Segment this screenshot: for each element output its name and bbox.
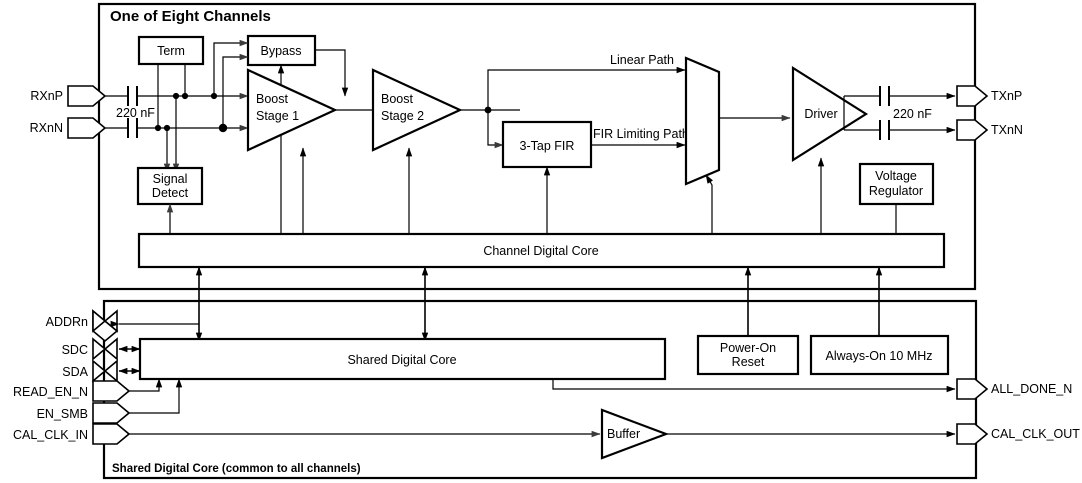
pin-read-en-n-label: READ_EN_N [13,385,88,399]
boost-stage-1-amp [246,68,338,152]
pin-sda[interactable]: SDA [62,359,118,383]
power-on-reset-label-1: Power-On [720,341,776,355]
boost-stage-2-label-2: Stage 2 [381,109,424,123]
boost-stage-2-amp [371,68,463,152]
always-on-clock-label: Always-On 10 MHz [826,349,933,363]
voltage-regulator-block [858,162,935,206]
pin-en-smb[interactable]: EN_SMB [37,402,131,424]
signal-detect-label-2: Detect [152,186,189,200]
pin-sda-label: SDA [62,365,88,379]
channel-boundary-box [97,2,977,291]
voltage-regulator-label-1: Voltage [875,169,917,183]
page-title: One of Eight Channels [110,8,271,25]
pin-rxnp[interactable]: RXnP [30,85,107,107]
signal-detect-label-1: Signal [153,172,188,186]
pin-cal-clk-in[interactable]: CAL_CLK_IN [13,423,131,445]
voltage-regulator-label-2: Regulator [869,184,923,198]
input-cap-label: 220 nF [116,106,155,120]
pin-cal-clk-in-label: CAL_CLK_IN [13,428,88,442]
linear-path-label: Linear Path [610,53,674,67]
pin-cal-clk-out[interactable]: CAL_CLK_OUT [956,423,1080,445]
output-mux [684,56,721,186]
boost-stage-2-label-1: Boost [381,92,413,106]
shared-digital-core-block [138,337,667,381]
pin-en-smb-label: EN_SMB [37,407,88,421]
power-on-reset-label-2: Reset [732,355,765,369]
pin-rxnn-label: RXnN [30,121,63,135]
pin-txnn-label: TXnN [991,123,1023,137]
boost-stage-1-label-2: Stage 1 [256,109,299,123]
term-label: Term [157,44,185,58]
pin-cal-clk-out-label: CAL_CLK_OUT [991,427,1080,441]
pin-rxnn[interactable]: RXnN [30,117,107,139]
driver-label: Driver [804,107,837,121]
pin-sdc-label: SDC [62,343,88,357]
fir-limiting-path-label: FIR Limiting Path [593,127,689,141]
term-block [137,35,205,66]
driver-amp [791,66,869,162]
pin-txnp[interactable]: TXnP [956,85,1022,107]
power-on-reset-block [696,334,800,376]
channel-digital-core-block [137,232,946,269]
channel-digital-core-label: Channel Digital Core [483,244,598,258]
pin-addrn[interactable]: ADDRn [46,309,119,343]
pin-all-done-n[interactable]: ALL_DONE_N [956,378,1072,400]
pin-all-done-n-label: ALL_DONE_N [991,382,1072,396]
output-cap-label: 220 nF [893,107,932,121]
buffer-amp [600,408,670,460]
signal-detect-block [136,166,204,206]
pin-txnp-label: TXnP [991,89,1022,103]
fir-label: 3-Tap FIR [520,139,575,153]
bypass-label: Bypass [261,44,302,58]
bottom-caption: Shared Digital Core (common to all chann… [112,463,361,475]
shared-digital-core-label: Shared Digital Core [347,353,456,367]
pin-addrn-label: ADDRn [46,315,88,329]
bypass-block [246,34,317,67]
pin-sdc[interactable]: SDC [62,337,118,361]
always-on-clock-block [809,334,950,376]
pin-rxnp-label: RXnP [30,89,63,103]
pin-txnn[interactable]: TXnN [956,119,1023,141]
boost-stage-1-label-1: Boost [256,92,288,106]
buffer-label: Buffer [607,427,640,441]
pin-read-en-n[interactable]: READ_EN_N [13,380,131,402]
